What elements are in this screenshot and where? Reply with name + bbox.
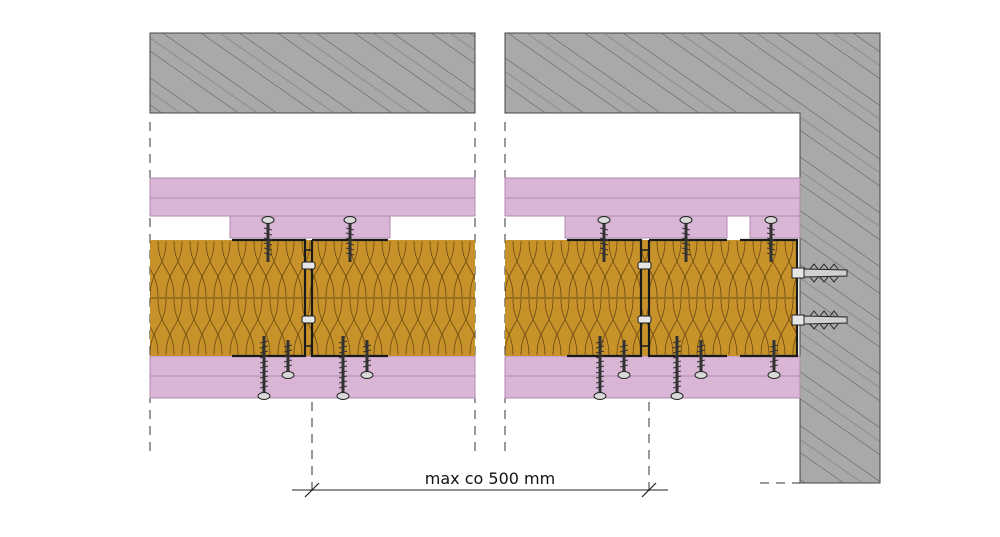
- drywall-screw-icon: [261, 216, 275, 262]
- concrete-ceiling-left: [149, 32, 476, 114]
- wall-anchors: [791, 263, 848, 330]
- drywall-screw-icon: [670, 336, 684, 400]
- drywall-screw-icon: [593, 336, 607, 400]
- drywall-screw-icon: [597, 216, 611, 262]
- drywall-screw-icon: [360, 340, 374, 379]
- drywall-screw-icon: [257, 336, 271, 400]
- screws: [257, 216, 781, 400]
- dimension-line: max co 500 mm: [292, 469, 668, 498]
- insulation-left: [150, 240, 475, 356]
- wall-anchor-icon: [791, 310, 848, 330]
- plasterboard-top-layers: [149, 177, 801, 239]
- wall-anchor-icon: [791, 263, 848, 283]
- dimension-label: max co 500 mm: [425, 469, 555, 488]
- insulation-right: [505, 240, 797, 356]
- drywall-screw-icon: [617, 340, 631, 379]
- concrete-ceiling-wall-right: [504, 32, 881, 484]
- drywall-screw-icon: [694, 340, 708, 379]
- drywall-screw-icon: [767, 340, 781, 379]
- plasterboard-bottom-layers: [149, 355, 801, 399]
- drywall-screw-icon: [343, 216, 357, 262]
- drywall-screw-icon: [764, 216, 778, 262]
- drywall-screw-icon: [679, 216, 693, 262]
- drywall-screw-icon: [281, 340, 295, 379]
- profile-connectors: [301, 261, 652, 324]
- drywall-screw-icon: [336, 336, 350, 400]
